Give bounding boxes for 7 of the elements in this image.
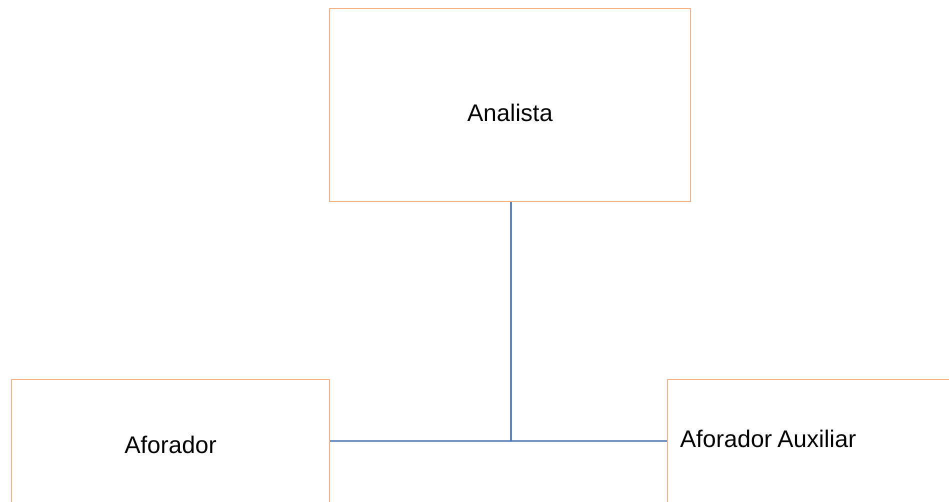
role-box: [667, 379, 949, 502]
role-label: Analista: [467, 100, 553, 128]
role-box: [329, 8, 691, 202]
role-box: [11, 379, 330, 502]
connector-line: [510, 202, 667, 442]
role-label: Aforador: [124, 432, 217, 460]
role-label: Aforador Auxiliar: [680, 426, 856, 454]
